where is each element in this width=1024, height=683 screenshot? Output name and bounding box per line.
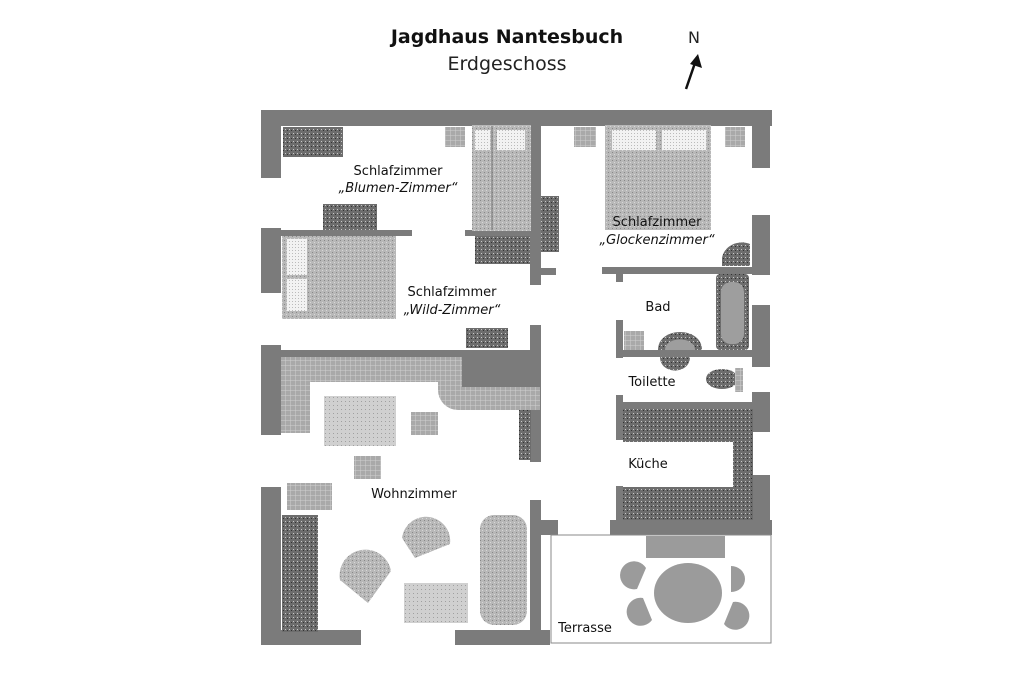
room-wild-zimmer: Schlafzimmer „Wild-Zimmer“ xyxy=(404,285,501,318)
plan-subtitle: Erdgeschoss xyxy=(447,53,566,75)
room-nickname: „Wild-Zimmer“ xyxy=(404,303,501,318)
room-blumen-zimmer: Schlafzimmer „Blumen-Zimmer“ xyxy=(338,164,457,196)
room-nickname: „Glockenzimmer“ xyxy=(599,233,714,248)
room-label: Schlafzimmer xyxy=(408,285,498,300)
north-arrow-icon xyxy=(684,54,702,90)
room-label: Schlafzimmer xyxy=(354,164,444,179)
room-bad-label: Bad xyxy=(645,300,670,315)
room-nickname: „Blumen-Zimmer“ xyxy=(338,181,457,196)
north-label: N xyxy=(688,28,700,47)
terrace-furniture xyxy=(620,536,750,630)
room-wohnzimmer-label: Wohnzimmer xyxy=(371,487,457,502)
room-kueche-label: Küche xyxy=(628,457,668,472)
room-label: Schlafzimmer xyxy=(613,215,703,230)
room-toilette-label: Toilette xyxy=(627,375,675,390)
plan-title: Jagdhaus Nantesbuch xyxy=(389,26,623,48)
furniture xyxy=(281,125,753,632)
room-terrasse-label: Terrasse xyxy=(557,621,612,636)
room-glockenzimmer: Schlafzimmer „Glockenzimmer“ xyxy=(599,215,714,248)
